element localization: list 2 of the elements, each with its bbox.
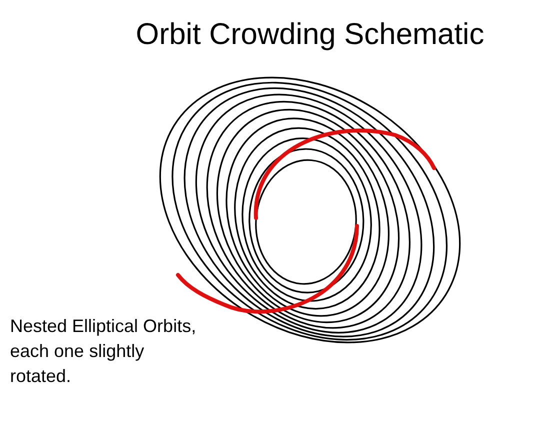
note-text: Nested Elliptical Orbits, each one slightly rotated. [10, 315, 198, 388]
title: Orbit Crowding Schematic [134, 18, 486, 52]
